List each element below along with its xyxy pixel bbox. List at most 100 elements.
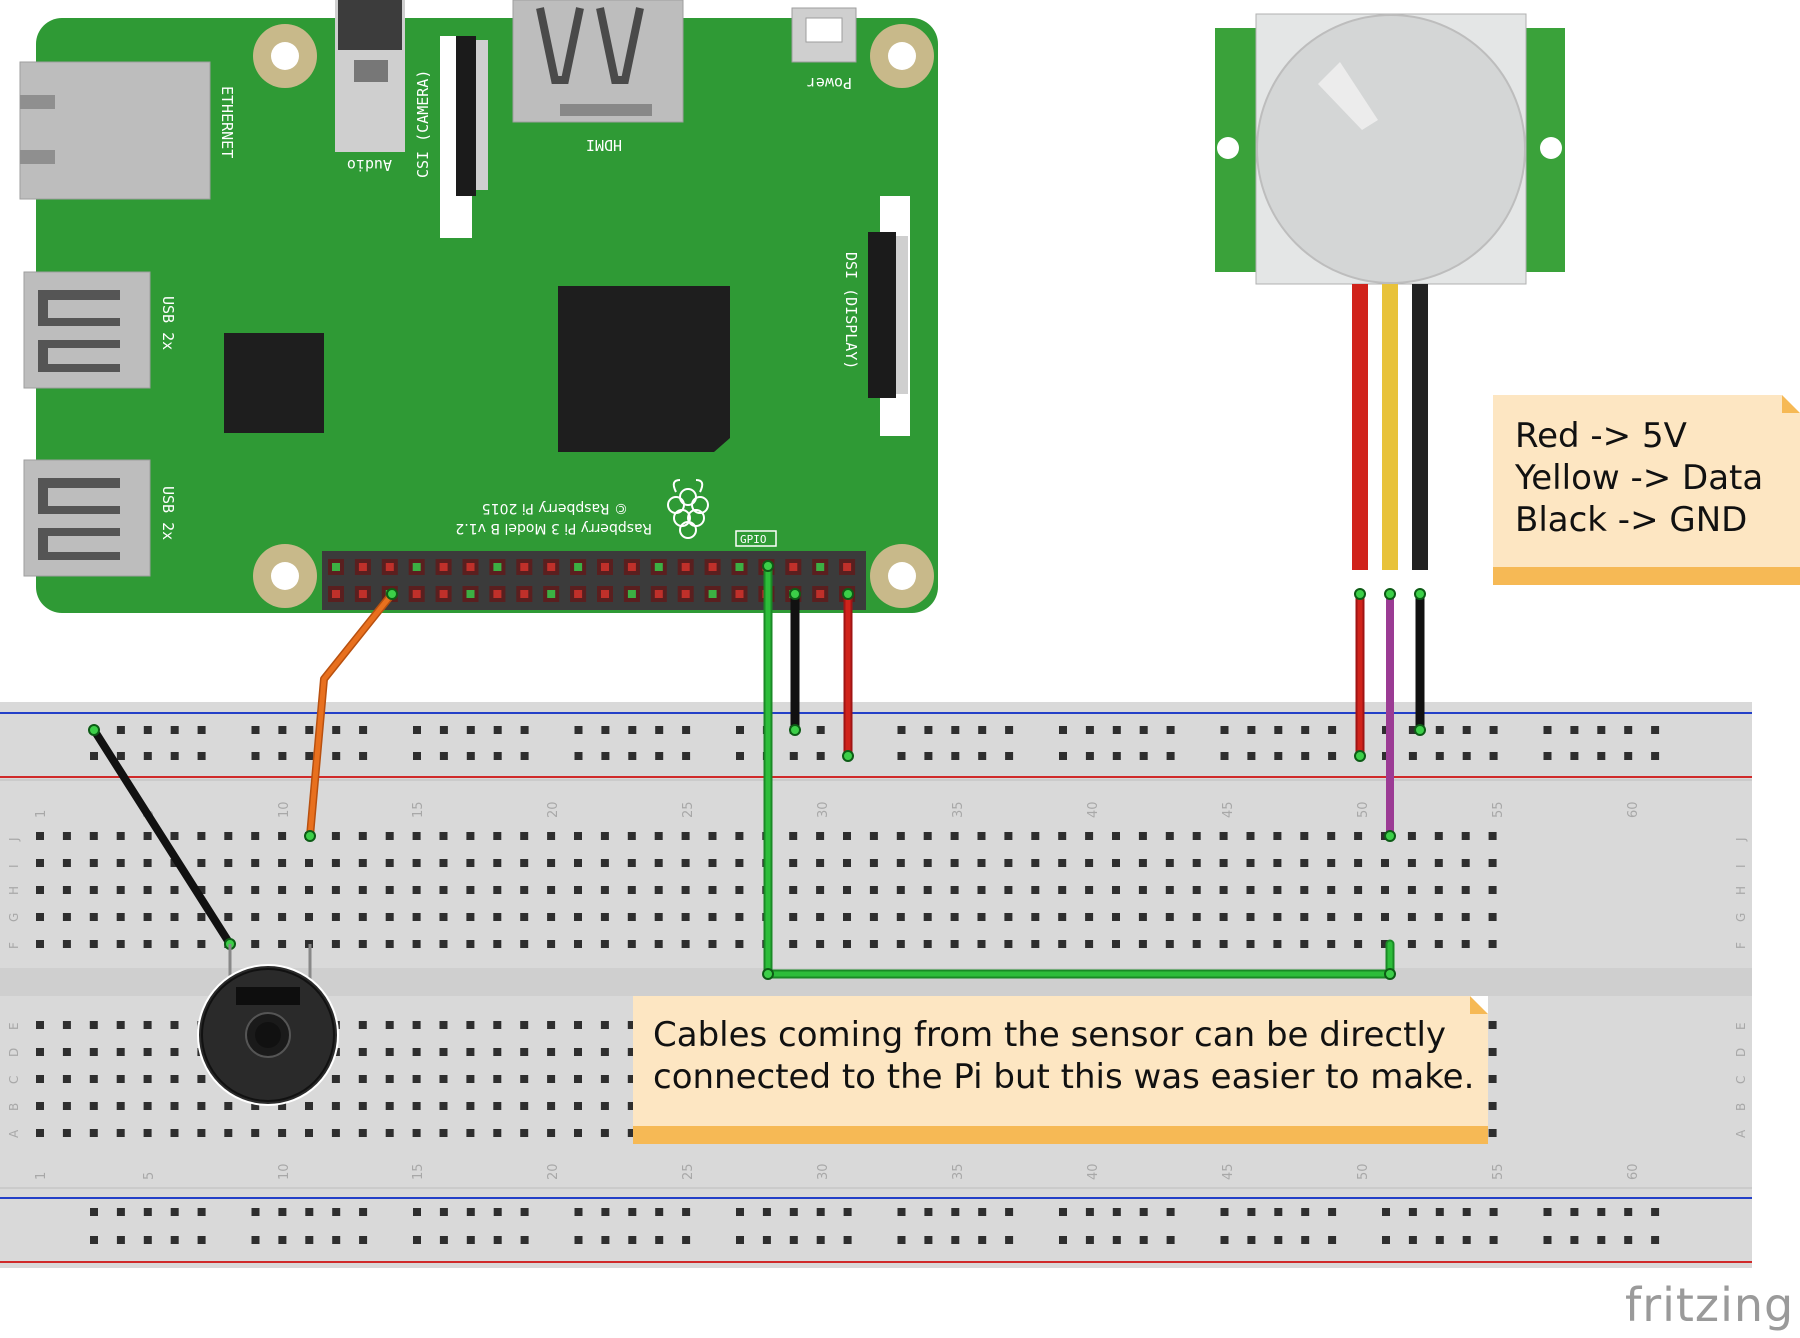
gpio-pin xyxy=(381,559,398,575)
breadboard-hole xyxy=(358,859,367,867)
breadboard-hole xyxy=(1219,886,1228,894)
rail-hole xyxy=(1435,1236,1444,1244)
breadboard-hole xyxy=(1031,859,1040,867)
breadboard-hole xyxy=(251,1129,260,1137)
breadboard-hole xyxy=(1085,913,1094,921)
breadboard-hole xyxy=(1112,832,1120,840)
rail-hole xyxy=(655,1236,664,1244)
rail-hole xyxy=(978,1208,987,1216)
rail-hole xyxy=(1274,1236,1283,1244)
breadboard-hole xyxy=(36,1048,44,1056)
breadboard-hole xyxy=(923,859,932,867)
breadboard-hole xyxy=(574,1102,582,1110)
breadboard-hole xyxy=(1004,940,1013,948)
display-label: DSI (DISPLAY) xyxy=(842,252,860,369)
breadboard-hole xyxy=(170,1048,179,1056)
ethernet-port xyxy=(19,61,211,200)
rail-hole xyxy=(359,752,368,760)
rail-hole xyxy=(655,752,664,760)
breadboard-hole xyxy=(600,859,609,867)
rail-hole xyxy=(466,726,475,734)
usb-port xyxy=(23,459,151,577)
breadboard-hole xyxy=(1300,886,1309,894)
gpio-header xyxy=(322,551,866,610)
breadboard-hole xyxy=(412,1129,421,1137)
breadboard-hole xyxy=(331,859,340,867)
breadboard-hole xyxy=(1354,913,1363,921)
breadboard-hole xyxy=(278,886,287,894)
breadboard-hole xyxy=(143,940,152,948)
breadboard-hole xyxy=(439,1075,448,1083)
rail-hole xyxy=(1220,726,1229,734)
black-buzzer-ground-wire xyxy=(90,726,234,948)
breadboard-hole xyxy=(1488,859,1497,867)
rail-hole xyxy=(1570,752,1579,760)
breadboard-hole xyxy=(950,859,959,867)
breadboard-hole xyxy=(950,886,959,894)
breadboard-hole xyxy=(735,859,744,867)
breadboard-hole xyxy=(358,1021,367,1029)
breadboard-hole xyxy=(1434,832,1443,840)
rail-hole xyxy=(736,726,744,734)
breadboard-hole xyxy=(116,1048,125,1056)
column-number: 25 xyxy=(681,801,696,818)
breadboard-hole xyxy=(843,859,851,867)
breadboard-hole xyxy=(1219,913,1228,921)
breadboard-hole xyxy=(1407,859,1416,867)
rail-hole xyxy=(1139,752,1148,760)
breadboard-hole xyxy=(843,886,851,894)
breadboard-hole xyxy=(116,913,125,921)
gpio-pin xyxy=(543,559,560,575)
breadboard-hole xyxy=(439,1021,448,1029)
breadboard-hole xyxy=(116,1075,125,1083)
rail-hole xyxy=(439,752,448,760)
breadboard-hole xyxy=(62,1048,71,1056)
rail-hole xyxy=(466,1236,475,1244)
usb-controller-chip xyxy=(224,333,324,433)
rail-hole xyxy=(762,1208,771,1216)
breadboard-hole xyxy=(466,1129,475,1137)
rail-hole xyxy=(1651,726,1660,734)
breadboard-hole xyxy=(62,1075,71,1083)
breadboard-hole xyxy=(735,832,744,840)
breadboard-hole xyxy=(1246,859,1255,867)
breadboard-hole xyxy=(493,940,502,948)
breadboard-hole xyxy=(600,1048,609,1056)
breadboard-hole xyxy=(1354,940,1363,948)
breadboard-hole xyxy=(62,1102,71,1110)
column-number: 10 xyxy=(277,1163,292,1180)
raspberry-pi-board: ETHERNET USB 2x USB 2x Audio CSI (CAMERA… xyxy=(19,0,938,613)
row-letter: B xyxy=(1734,1103,1748,1111)
rail-hole xyxy=(1435,726,1444,734)
rail-hole xyxy=(682,1208,691,1216)
rail-hole xyxy=(978,726,987,734)
mounting-hole xyxy=(253,544,317,608)
breadboard-hole xyxy=(1138,940,1147,948)
breadboard-hole xyxy=(1327,913,1336,921)
breadboard-hole xyxy=(1004,913,1013,921)
row-letter: G xyxy=(1734,913,1748,922)
breadboard-hole xyxy=(1004,832,1013,840)
breadboard-hole xyxy=(412,940,421,948)
breadboard-hole xyxy=(600,886,609,894)
rail-hole xyxy=(413,752,421,760)
column-number: 10 xyxy=(277,801,292,818)
column-number: 60 xyxy=(1626,1163,1641,1180)
breadboard-hole xyxy=(143,832,152,840)
rail-hole xyxy=(1005,726,1014,734)
rail-hole xyxy=(197,1236,206,1244)
breadboard-hole xyxy=(62,886,71,894)
breadboard-hole xyxy=(197,886,206,894)
breadboard-hole xyxy=(627,1102,636,1110)
breadboard-hole xyxy=(89,1048,98,1056)
cables-note: Cables coming from the sensor can be dir… xyxy=(633,996,1488,1144)
breadboard-hole xyxy=(627,1075,636,1083)
breadboard-hole xyxy=(143,1129,152,1137)
rail-hole xyxy=(574,1208,583,1216)
breadboard-hole xyxy=(1488,1021,1497,1029)
rail-hole xyxy=(628,752,637,760)
rail-hole xyxy=(332,1236,341,1244)
note-line: connected to the Pi but this was easier … xyxy=(653,1057,1475,1097)
breadboard-hole xyxy=(1381,940,1389,948)
